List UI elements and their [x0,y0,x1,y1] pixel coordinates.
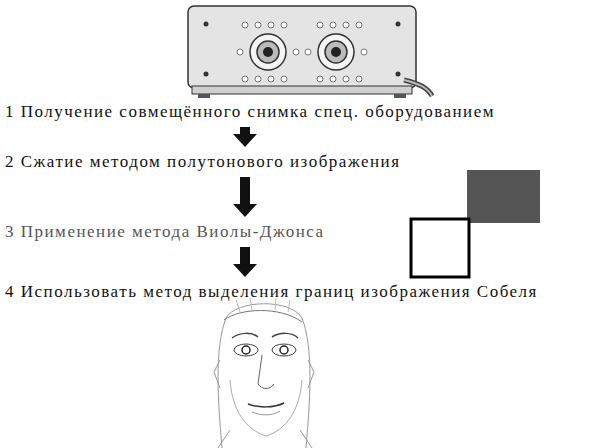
arrow-shaft [240,247,250,264]
arrow-head [233,204,257,217]
step-node: 3 Применение метода Виолы-Джонса [3,221,327,243]
arrow-head [233,134,257,147]
arrow-shaft [240,177,250,204]
arrow-shaft [240,127,250,134]
arrow-head [233,264,257,277]
step-text: 3 Применение метода Виолы-Джонса [3,221,327,243]
face-edge-image [214,298,314,448]
step-node: 1 Получение совмещённого снимка спец. об… [3,101,497,123]
down-arrow [233,127,257,147]
step-text: 1 Получение совмещённого снимка спец. об… [3,101,497,123]
detection-square [411,219,469,277]
step-node: 4 Использовать метод выделения границ из… [3,281,540,303]
grayscale-square [467,170,540,223]
step-node: 2 Сжатие методом полутонового изображени… [3,151,402,173]
down-arrow [233,177,257,217]
step-text: 2 Сжатие методом полутонового изображени… [3,151,402,173]
down-arrow [233,247,257,277]
device-illustration [188,6,432,98]
step-text: 4 Использовать метод выделения границ из… [3,281,540,303]
